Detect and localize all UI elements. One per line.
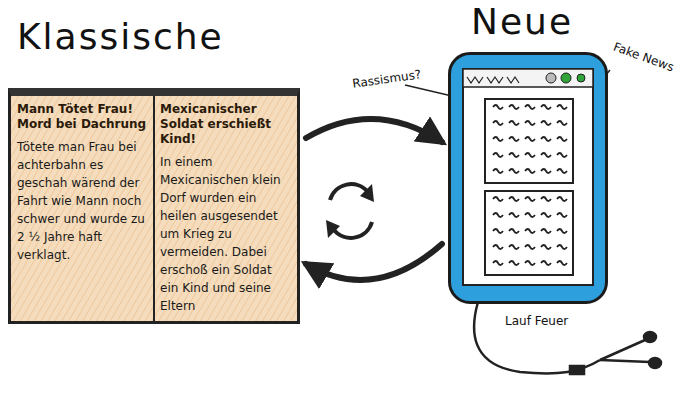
headline: Mann Tötet Frau! Mord bei Dachrung <box>17 102 148 132</box>
cycle-arrow <box>306 119 442 142</box>
article-text: Tötete man Frau bei achterbahn es gescha… <box>17 138 148 264</box>
note: Lauf Feuer <box>505 314 568 328</box>
newspaper-column: Mann Tötet Frau! Mord bei DachrungTötete… <box>11 96 154 321</box>
note: Fake News <box>612 40 676 75</box>
heading: Klassische <box>17 16 224 57</box>
cycle-arrow <box>306 244 442 280</box>
earphone-cable <box>474 302 661 374</box>
newspaper-column: Mexicanischer Soldat erschießt Kind! In e… <box>154 96 297 321</box>
headline: Mexicanischer Soldat erschießt Kind! <box>160 102 291 147</box>
phone-screen <box>451 55 605 301</box>
heading: Neue <box>471 1 573 42</box>
smartphone: Neue <box>448 52 608 304</box>
newspaper: KlassischeMann Tötet Frau! Mord bei Dach… <box>8 88 300 324</box>
article-text: In einem Mexicanischen klein Dorf wurden… <box>160 153 291 315</box>
cycle-symbol <box>326 184 374 238</box>
